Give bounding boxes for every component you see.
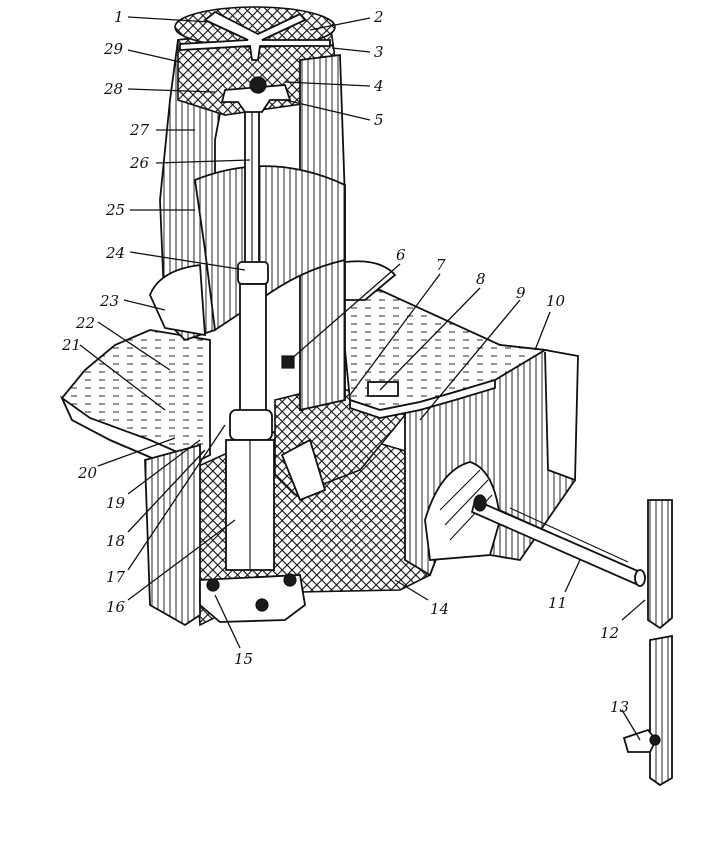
wing-nut: [622, 728, 658, 753]
callout-16: 16: [106, 598, 126, 616]
callout-9: 9: [516, 284, 526, 302]
callout-18: 18: [106, 532, 125, 550]
callout-28: 28: [103, 80, 123, 98]
screen-frame: [280, 438, 327, 502]
middle-shaft: [239, 283, 267, 415]
callout-20: 20: [77, 464, 98, 482]
callout-12: 12: [600, 624, 619, 642]
callout-6: 6: [396, 246, 406, 264]
callout-1: 1: [114, 8, 124, 26]
callout-27: 27: [129, 121, 150, 139]
platform: [59, 289, 548, 471]
lower-bearing-housing: [229, 409, 273, 441]
callout-24: 24: [105, 244, 125, 262]
main-cylinder: [144, 6, 397, 627]
vertical-bar-upper: [647, 499, 673, 630]
lid-cross-bars: [179, 10, 331, 61]
callout-17: 17: [106, 568, 126, 586]
callout-11: 11: [548, 594, 567, 612]
collar-ring-right: [344, 260, 397, 301]
callout-10: 10: [546, 292, 566, 310]
cylinder-lower-shell: [144, 443, 201, 627]
spiral-guide: [194, 165, 346, 332]
gate-details: [281, 355, 399, 397]
callout-26: 26: [129, 154, 150, 172]
collar-ring: [149, 263, 206, 337]
callout-13: 13: [610, 698, 629, 716]
callout-3: 3: [374, 43, 384, 61]
callout-15: 15: [234, 650, 253, 668]
callout-7: 7: [436, 256, 446, 274]
callout-8: 8: [476, 270, 486, 288]
leader-lines: [79, 16, 646, 741]
small-gate: [367, 381, 399, 397]
callout-21: 21: [61, 336, 81, 354]
central-shaft-assembly: [199, 76, 306, 623]
callout-25: 25: [105, 201, 125, 219]
callout-19: 19: [106, 494, 126, 512]
callout-14: 14: [430, 600, 449, 618]
base-flange: [199, 574, 306, 623]
callout-5: 5: [374, 111, 384, 129]
callout-4: 4: [373, 77, 384, 95]
vertical-bar-lower: [649, 634, 673, 787]
callout-labels: 1 2 3 4 5 6 7 8 9 10 11 12 13 14 15 16 1…: [61, 8, 629, 716]
callout-23: 23: [99, 292, 119, 310]
shaft-coupling: [237, 261, 269, 285]
callout-29: 29: [103, 40, 124, 58]
drive-rod-assembly: [470, 494, 673, 787]
callout-2: 2: [373, 8, 384, 26]
callout-22: 22: [75, 314, 95, 332]
impeller-vanes: [220, 84, 292, 113]
right-platform-edge: [349, 378, 496, 419]
